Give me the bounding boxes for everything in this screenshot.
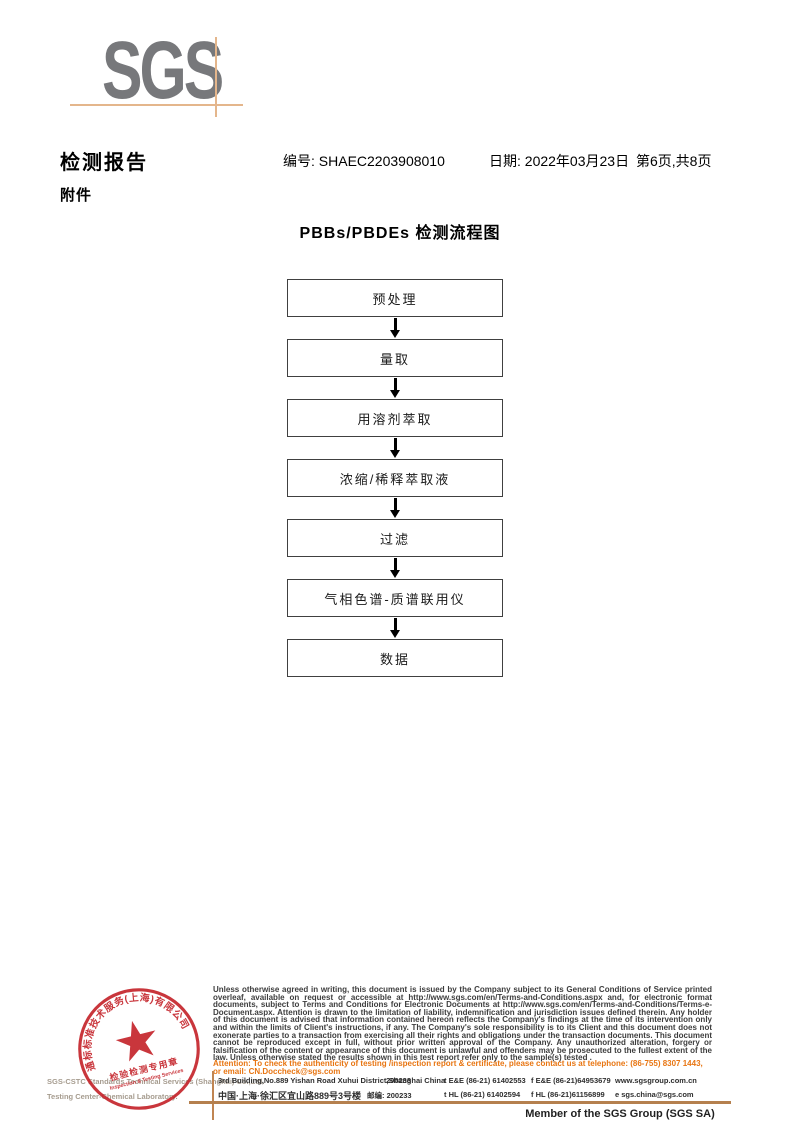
flow-step-concentrate-dilute: 浓缩/稀释萃取液	[287, 459, 503, 497]
arrow-down-icon	[287, 617, 503, 639]
flow-step-filter: 过滤	[287, 519, 503, 557]
arrow-down-icon	[287, 377, 503, 399]
flow-step-measure: 量取	[287, 339, 503, 377]
stamp-ring	[78, 988, 200, 1110]
phone-ee: t E&E (86-21) 61402553	[444, 1076, 526, 1085]
flowchart: 预处理 量取 用溶剂萃取 浓缩/稀释萃取液 过滤 气相色谱-质谱联用仪 数据	[287, 279, 503, 677]
address-en: 3rd Building,No.889 Yishan Road Xuhui Di…	[218, 1076, 446, 1085]
address-cn: 中国·上海·徐汇区宜山路889号3号楼	[218, 1091, 362, 1101]
arrow-head	[390, 570, 400, 578]
report-number-label: 编号:	[283, 153, 315, 169]
phone-hl: t HL (86-21) 61402594	[444, 1090, 521, 1099]
arrow-head	[390, 390, 400, 398]
sgs-member-line: Member of the SGS Group (SGS SA)	[525, 1108, 715, 1120]
report-number: 编号: SHAEC2203908010	[283, 151, 445, 171]
legal-disclaimer: Unless otherwise agreed in writing, this…	[213, 985, 712, 1063]
postcode-cn: 邮编: 200233	[367, 1091, 412, 1100]
arrow-head	[390, 450, 400, 458]
fax-ee: f E&E (86-21)64953679	[531, 1076, 611, 1085]
arrow-down-icon	[287, 437, 503, 459]
arrow-head	[390, 630, 400, 638]
flow-step-pretreatment: 预处理	[287, 279, 503, 317]
report-date-value: 2022年03月23日	[524, 153, 630, 169]
website: www.sgsgroup.com.cn	[615, 1076, 697, 1085]
report-date-label: 日期:	[489, 153, 521, 169]
flow-step-gcms: 气相色谱-质谱联用仪	[287, 579, 503, 617]
lab-name-line: Testing Center-Chemical Laboratory.	[47, 1092, 178, 1101]
report-title: 检测报告	[60, 152, 148, 174]
flow-step-solvent-extraction: 用溶剂萃取	[287, 399, 503, 437]
arrow-shaft	[393, 498, 397, 510]
inspection-stamp: 通标标准技术服务(上海)有限公司 检验检测专用章 Inspection & Te…	[68, 979, 200, 1110]
report-number-value: SHAEC2203908010	[318, 153, 445, 169]
attention-notice: Attention: To check the authenticity of …	[213, 1059, 703, 1076]
footer-vertical-rule	[212, 1071, 214, 1120]
arrow-down-icon	[287, 497, 503, 519]
arrow-shaft	[393, 438, 397, 450]
fax-hl: f HL (86-21)61156899	[531, 1090, 605, 1099]
footer-horizontal-rule	[189, 1101, 731, 1104]
arrow-shaft	[393, 378, 397, 390]
company-name-line: SGS-CSTC Standards Technical Services (S…	[47, 1077, 265, 1086]
arrow-down-icon	[287, 317, 503, 339]
page-indicator: 第6页,共8页	[636, 153, 712, 169]
logo-horizontal-line	[70, 104, 243, 106]
flowchart-title: PBBs/PBDEs 检测流程图	[299, 225, 501, 242]
arrow-shaft	[393, 558, 397, 570]
flow-step-data: 数据	[287, 639, 503, 677]
stamp-star-icon	[115, 1020, 156, 1062]
logo-vertical-line	[215, 37, 217, 117]
postcode-en: 200233	[386, 1076, 412, 1085]
arrow-shaft	[393, 318, 397, 330]
arrow-head	[390, 510, 400, 518]
arrow-down-icon	[287, 557, 503, 579]
report-date: 日期: 2022年03月23日	[489, 151, 629, 171]
arrow-shaft	[393, 618, 397, 630]
arrow-head	[390, 330, 400, 338]
email: e sgs.china@sgs.com	[615, 1090, 694, 1099]
attachment-label: 附件	[60, 187, 93, 204]
sgs-logo: SGS	[102, 25, 224, 116]
